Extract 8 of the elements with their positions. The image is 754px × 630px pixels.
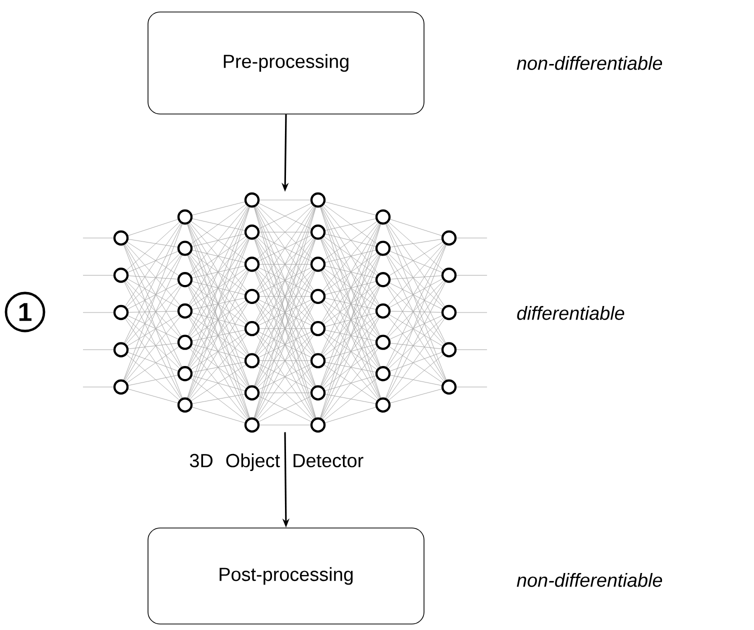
note: differentiable — [517, 306, 624, 320]
note: non-differentiable — [516, 573, 662, 587]
neural-network-drawing — [82, 192, 488, 433]
process-box: Pre-processing — [148, 12, 424, 114]
callout-number: 1 — [4, 292, 46, 332]
note: non-differentiable — [516, 56, 662, 70]
node-label: 3D Object Detector — [190, 453, 364, 472]
process-box: Post-processing — [148, 528, 424, 624]
